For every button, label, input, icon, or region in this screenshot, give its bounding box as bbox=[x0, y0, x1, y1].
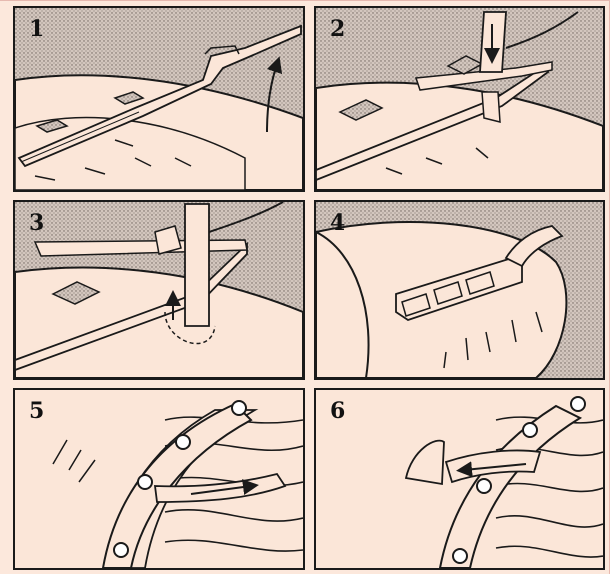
step-2-illustration bbox=[316, 8, 603, 190]
step-number: 6 bbox=[330, 398, 345, 424]
step-6-illustration bbox=[316, 390, 603, 568]
step-number: 4 bbox=[330, 210, 345, 236]
step-4-illustration bbox=[316, 202, 603, 378]
step-panel-4: 4 bbox=[314, 200, 605, 380]
step-panel-1: 1 bbox=[13, 6, 305, 192]
step-number: 5 bbox=[29, 398, 44, 424]
step-5-illustration bbox=[15, 390, 303, 568]
step-number: 2 bbox=[330, 16, 345, 42]
step-1-illustration bbox=[15, 8, 303, 190]
step-panel-6: 6 bbox=[314, 388, 605, 570]
step-3-illustration bbox=[15, 202, 303, 378]
step-number: 3 bbox=[29, 210, 44, 236]
step-panel-3: 3 bbox=[13, 200, 305, 380]
step-panel-5: 5 bbox=[13, 388, 305, 570]
step-panel-2: 2 bbox=[314, 6, 605, 192]
step-number: 1 bbox=[29, 16, 44, 42]
